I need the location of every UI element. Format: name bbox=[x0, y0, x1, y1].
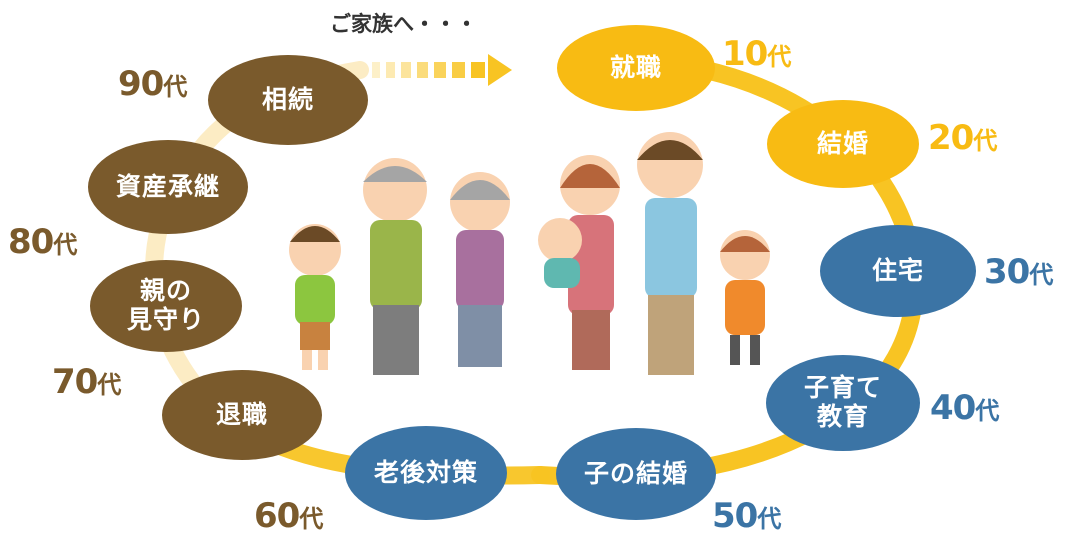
age-label-20: 20代 bbox=[928, 118, 997, 158]
age-label-40: 40代 bbox=[930, 388, 999, 428]
stage-kekkon: 結婚 bbox=[767, 100, 919, 188]
stage-shushoku: 就職 bbox=[557, 25, 715, 111]
stage-shisan-shokei: 資産承継 bbox=[88, 140, 248, 234]
mother-figure bbox=[538, 155, 620, 370]
age-label-70: 70代 bbox=[52, 362, 121, 402]
family-illustration bbox=[289, 132, 770, 375]
grandfather-figure bbox=[363, 158, 427, 375]
family-message: ご家族へ・・・ bbox=[330, 12, 477, 36]
stage-jutaku: 住宅 bbox=[820, 225, 976, 317]
age-label-50: 50代 bbox=[712, 496, 781, 536]
age-label-60: 60代 bbox=[254, 496, 323, 536]
age-label-30: 30代 bbox=[984, 252, 1053, 292]
stage-sozoku: 相続 bbox=[208, 55, 368, 145]
age-label-90: 90代 bbox=[118, 64, 187, 104]
father-figure bbox=[637, 132, 703, 375]
stage-rougo-taisaku: 老後対策 bbox=[345, 426, 507, 520]
stage-kosodate-kyoiku: 子育て 教育 bbox=[766, 355, 920, 451]
stage-taishoku: 退職 bbox=[162, 370, 322, 460]
girl-figure bbox=[720, 230, 770, 365]
age-label-10: 10代 bbox=[722, 34, 791, 74]
stage-oya-no-mimamori: 親の 見守り bbox=[90, 260, 242, 352]
grandmother-figure bbox=[450, 172, 510, 367]
stage-ko-no-kekkon: 子の結婚 bbox=[556, 428, 716, 520]
age-label-80: 80代 bbox=[8, 222, 77, 262]
dotted-arrow bbox=[372, 54, 512, 86]
boy-figure bbox=[289, 224, 341, 370]
